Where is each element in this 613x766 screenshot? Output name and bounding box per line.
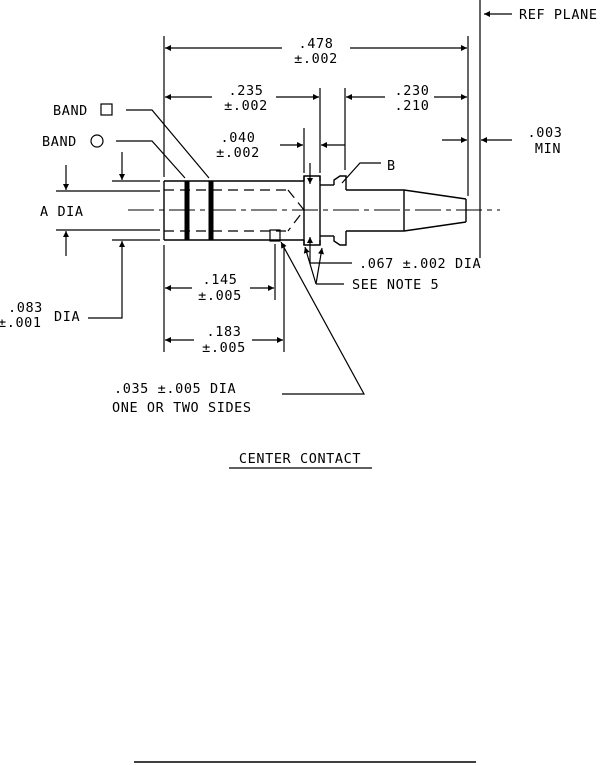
reference-plane: REF PLANE xyxy=(479,0,598,258)
offset-qualifier: MIN xyxy=(535,141,561,157)
drawing-title: CENTER CONTACT xyxy=(229,451,372,469)
title-text: CENTER CONTACT xyxy=(239,451,361,467)
extension-lines xyxy=(56,36,469,352)
side-hole-size: .035 ±.005 DIA xyxy=(114,381,236,397)
hole-position-value: .183 xyxy=(207,324,242,340)
see-note-label: SEE NOTE 5 xyxy=(352,277,439,293)
shoulder-length-dimension: .235 ±.002 xyxy=(165,83,319,114)
shoulder-length-tolerance: ±.002 xyxy=(224,98,268,114)
bore-depth-value: .145 xyxy=(203,272,238,288)
overall-length-tolerance: ±.002 xyxy=(294,51,338,67)
bore-depth-tolerance: ±.005 xyxy=(198,288,242,304)
body-dia-suffix: DIA xyxy=(54,309,80,325)
overall-length-dimension: .478 ±.002 xyxy=(165,36,467,67)
hole-position-tolerance: ±.005 xyxy=(202,340,246,356)
band-circle-callout: BAND xyxy=(42,134,186,179)
overall-length-value: .478 xyxy=(299,36,334,52)
offset-dimension: .003 MIN xyxy=(442,125,562,157)
tip-length-lower: .210 xyxy=(395,98,430,114)
gap-tolerance: ±.002 xyxy=(216,145,260,161)
gap-dimension: .040 ±.002 xyxy=(216,130,345,161)
bore-depth-dimension: .145 ±.005 xyxy=(165,272,274,304)
ref-plane-label: REF PLANE xyxy=(519,7,598,23)
groove-dia-label: .067 ±.002 DIA xyxy=(359,256,481,272)
hole-position-dimension: .183 ±.005 xyxy=(165,324,283,356)
point-b-label: B xyxy=(387,158,396,174)
side-hole-sides: ONE OR TWO SIDES xyxy=(112,400,252,416)
shoulder-length-value: .235 xyxy=(229,83,264,99)
circle-symbol xyxy=(90,134,104,148)
body-dia-value: .083 xyxy=(8,300,43,316)
band-square-callout: BAND xyxy=(53,103,210,179)
side-hole-callout: .035 ±.005 DIA ONE OR TWO SIDES xyxy=(112,241,366,416)
a-dia-dimension: A DIA xyxy=(40,165,84,256)
band-square-label: BAND xyxy=(53,103,88,119)
body-dia-tolerance: ±.001 xyxy=(0,315,42,331)
gap-value: .040 xyxy=(221,130,256,146)
a-dia-label: A DIA xyxy=(40,204,84,220)
band-circle-label: BAND xyxy=(42,134,77,150)
point-b-callout: B xyxy=(341,158,396,184)
tip-length-upper: .230 xyxy=(395,83,430,99)
body-dia-dimension: .083 ±.001 DIA xyxy=(0,152,125,331)
tip-length-dimension: .230 .210 xyxy=(346,83,467,114)
contact-body xyxy=(163,175,467,246)
see-note-callout: SEE NOTE 5 xyxy=(303,246,439,293)
offset-value: .003 xyxy=(528,125,563,141)
square-symbol xyxy=(100,103,113,116)
